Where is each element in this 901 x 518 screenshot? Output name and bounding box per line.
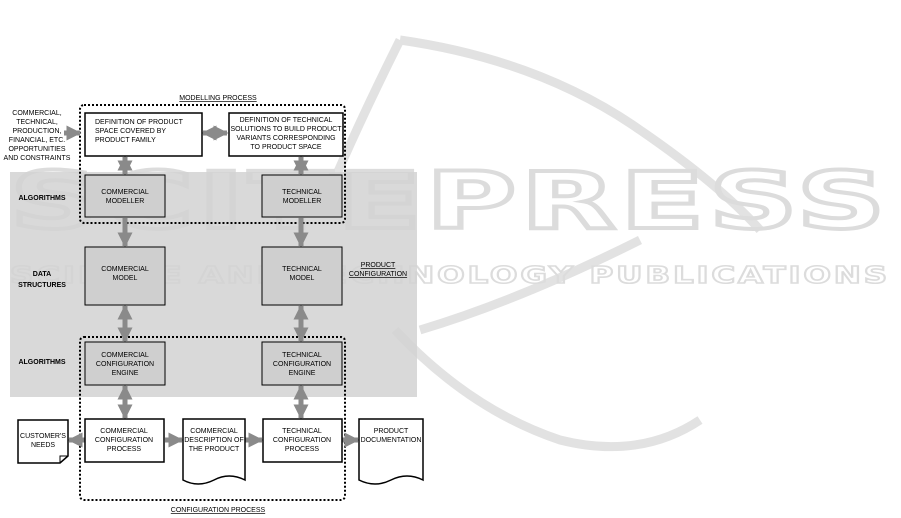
svg-text:CONFIGURATION: CONFIGURATION xyxy=(349,271,407,278)
svg-text:STRUCTURES: STRUCTURES xyxy=(18,282,66,289)
svg-text:TECHNICAL,: TECHNICAL, xyxy=(16,119,58,126)
box-technical-solutions: DEFINITION OF TECHNICAL SOLUTIONS TO BUI… xyxy=(228,112,344,157)
doc-customers-needs: CUSTOMER'S NEEDS xyxy=(17,419,69,464)
box-commercial-process: COMMERCIAL CONFIGURATION PROCESS xyxy=(84,418,165,463)
box-technical-engine: TECHNICAL CONFIGURATION ENGINE xyxy=(261,341,343,386)
doc-commercial-description: COMMERCIAL DESCRIPTION OF THE PRODUCT xyxy=(182,418,246,485)
box-technical-modeller: TECHNICAL MODELLER xyxy=(261,174,343,218)
inputs-text: COMMERCIAL, TECHNICAL, PRODUCTION, FINAN… xyxy=(4,110,71,162)
svg-text:THE PRODUCT: THE PRODUCT xyxy=(189,446,240,453)
svg-text:COMMERCIAL: COMMERCIAL xyxy=(101,189,149,196)
svg-text:PRODUCTION,: PRODUCTION, xyxy=(13,128,62,135)
svg-text:CONFIGURATION: CONFIGURATION xyxy=(273,437,331,444)
svg-text:COMMERCIAL: COMMERCIAL xyxy=(190,428,238,435)
svg-text:CONFIGURATION: CONFIGURATION xyxy=(273,361,331,368)
box-technical-process: TECHNICAL CONFIGURATION PROCESS xyxy=(262,418,343,463)
svg-text:DOCUMENTATION: DOCUMENTATION xyxy=(361,437,422,444)
svg-text:ENGINE: ENGINE xyxy=(289,370,316,377)
svg-text:MODEL: MODEL xyxy=(113,275,138,282)
svg-text:MODELLER: MODELLER xyxy=(283,198,322,205)
box-technical-model: TECHNICAL MODEL xyxy=(261,246,343,306)
svg-text:COMMERCIAL: COMMERCIAL xyxy=(101,266,149,273)
product-configuration-label: PRODUCT CONFIGURATION xyxy=(349,262,407,278)
modelling-process-label: MODELLING PROCESS xyxy=(179,95,257,102)
row-label-data-structures: DATA STRUCTURES xyxy=(18,271,66,289)
svg-text:SPACE COVERED BY: SPACE COVERED BY xyxy=(95,128,166,135)
svg-text:ENGINE: ENGINE xyxy=(112,370,139,377)
configuration-process-label: CONFIGURATION PROCESS xyxy=(171,507,266,514)
svg-text:PRODUCT FAMILY: PRODUCT FAMILY xyxy=(95,137,156,144)
box-commercial-engine: COMMERCIAL CONFIGURATION ENGINE xyxy=(84,341,166,386)
svg-text:VARIANTS CORRESPONDING: VARIANTS CORRESPONDING xyxy=(236,135,335,142)
algorithms-data-band xyxy=(10,172,417,397)
svg-text:CONFIGURATION: CONFIGURATION xyxy=(95,437,153,444)
svg-text:DESCRIPTION OF: DESCRIPTION OF xyxy=(184,437,244,444)
svg-text:AND CONSTRAINTS: AND CONSTRAINTS xyxy=(4,155,71,162)
box-commercial-model: COMMERCIAL MODEL xyxy=(84,246,166,306)
svg-text:PRODUCT: PRODUCT xyxy=(374,428,409,435)
svg-text:COMMERCIAL: COMMERCIAL xyxy=(100,428,148,435)
box-commercial-modeller: COMMERCIAL MODELLER xyxy=(84,174,166,218)
modelling-process-frame xyxy=(79,104,346,224)
svg-text:DEFINITION OF TECHNICAL: DEFINITION OF TECHNICAL xyxy=(240,117,333,124)
svg-text:SOLUTIONS TO BUILD PRODUCT: SOLUTIONS TO BUILD PRODUCT xyxy=(231,126,343,133)
svg-text:DEFINITION OF PRODUCT: DEFINITION OF PRODUCT xyxy=(95,119,184,126)
svg-text:PROCESS: PROCESS xyxy=(285,446,320,453)
svg-text:CONFIGURATION: CONFIGURATION xyxy=(96,361,154,368)
svg-text:DATA: DATA xyxy=(33,271,51,278)
doc-product-documentation: PRODUCT DOCUMENTATION xyxy=(358,418,424,485)
configuration-process-frame xyxy=(79,336,346,501)
row-label-algorithms-top: ALGORITHMS xyxy=(18,195,65,202)
svg-text:TECHNICAL: TECHNICAL xyxy=(282,189,322,196)
svg-text:TECHNICAL: TECHNICAL xyxy=(282,266,322,273)
svg-text:MODELLER: MODELLER xyxy=(106,198,145,205)
svg-text:CUSTOMER'S: CUSTOMER'S xyxy=(20,433,66,440)
svg-text:COMMERCIAL,: COMMERCIAL, xyxy=(12,110,61,117)
svg-text:NEEDS: NEEDS xyxy=(31,442,55,449)
svg-text:PRODUCT: PRODUCT xyxy=(361,262,396,269)
row-label-algorithms-bottom: ALGORITHMS xyxy=(18,359,65,366)
svg-text:TECHNICAL: TECHNICAL xyxy=(282,428,322,435)
svg-text:MODEL: MODEL xyxy=(290,275,315,282)
box-product-space: DEFINITION OF PRODUCT SPACE COVERED BY P… xyxy=(84,112,203,157)
svg-text:OPPORTUNITIES: OPPORTUNITIES xyxy=(8,146,65,153)
svg-text:TO PRODUCT SPACE: TO PRODUCT SPACE xyxy=(250,144,322,151)
svg-text:TECHNICAL: TECHNICAL xyxy=(282,352,322,359)
svg-text:FINANCIAL, ETC.: FINANCIAL, ETC. xyxy=(9,137,65,144)
svg-text:PROCESS: PROCESS xyxy=(107,446,142,453)
svg-text:COMMERCIAL: COMMERCIAL xyxy=(101,352,149,359)
